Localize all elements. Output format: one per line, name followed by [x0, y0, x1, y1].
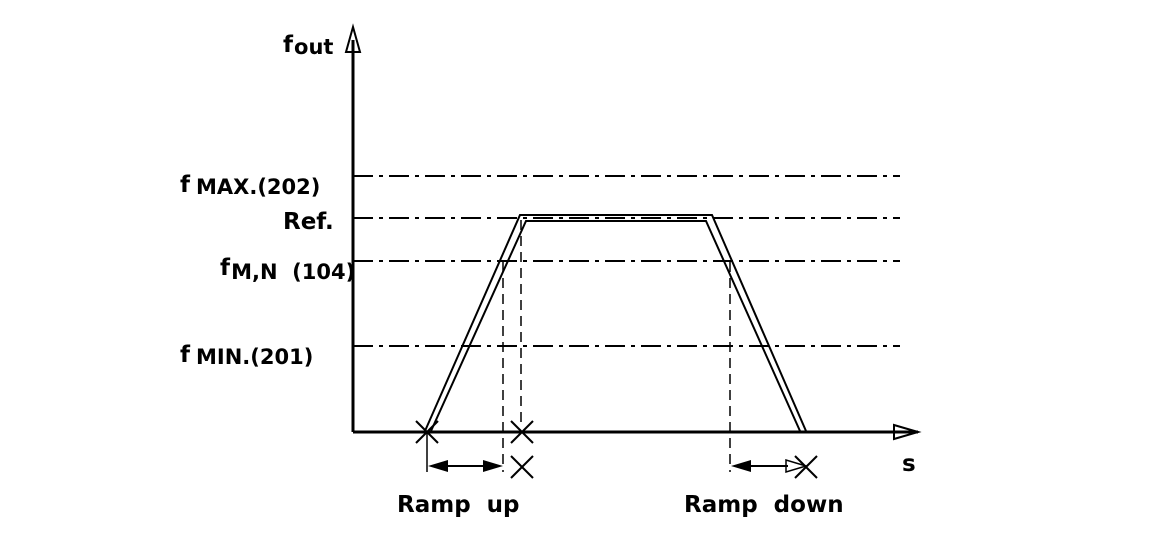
- marker-ramp-down-end: [794, 455, 818, 479]
- marker-ramp-up-ref-lower: [510, 455, 534, 479]
- x-axis-label: s: [902, 451, 916, 477]
- ramp-up-arrowhead-right: [483, 460, 503, 472]
- speed-profile-inner: [430, 220, 801, 432]
- speed-profile: [424, 214, 807, 432]
- marker-ramp-up-start: [415, 420, 439, 444]
- marker-ramp-up-ref-upper: [510, 420, 534, 444]
- projection-lines: [502, 220, 731, 472]
- y-axis-label: fout: [283, 32, 333, 59]
- speed-profile-outer: [424, 214, 807, 432]
- level-lines: [353, 175, 900, 347]
- ramp-down-arrow: [731, 458, 809, 474]
- ramp-up-arrow: [428, 460, 503, 472]
- ramp-down-arrowhead-left: [731, 460, 751, 472]
- x-axis-arrowhead: [893, 423, 922, 441]
- x-markers: [415, 420, 818, 479]
- ramp-up-arrowhead-left: [428, 460, 448, 472]
- ramp-up-label: Ramp up: [397, 492, 520, 518]
- y-axis-arrowhead: [344, 23, 362, 53]
- level-label-fmn: fM,N (104): [180, 255, 379, 285]
- ramp-down-arrowhead-right: [785, 458, 809, 474]
- axes: [351, 40, 918, 434]
- level-label-ref: Ref.: [283, 209, 334, 235]
- ramp-down-label: Ramp down: [684, 492, 844, 518]
